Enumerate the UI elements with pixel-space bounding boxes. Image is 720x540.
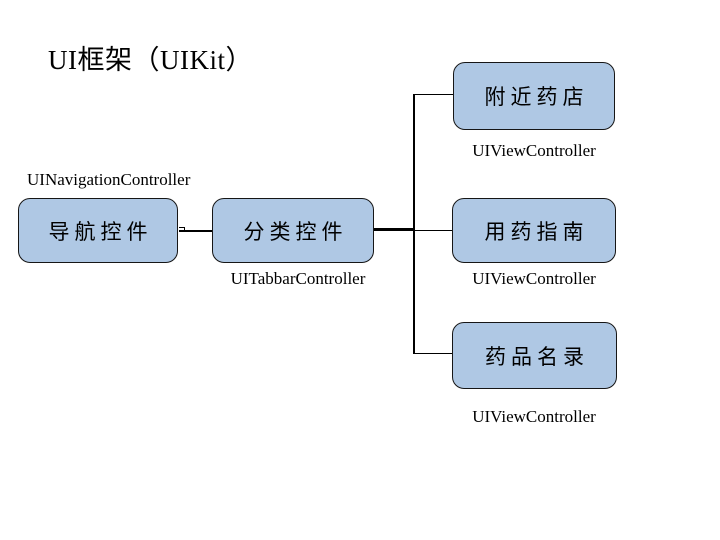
branch-middle-line — [413, 229, 453, 231]
node-label: 分类控件 — [243, 219, 348, 244]
uinavigationcontroller-label: UINavigationController — [27, 170, 191, 189]
branch-bottom-line — [413, 352, 453, 354]
uiviewcontroller-label-bottom: UIViewController — [472, 407, 596, 426]
node-label: 药品名录 — [485, 344, 589, 369]
uiviewcontroller-label-middle: UIViewController — [472, 269, 596, 288]
node-navigation-control: 导航控件 — [18, 198, 178, 263]
branch-top-line — [413, 93, 453, 95]
nav-category-connector-line — [179, 230, 213, 232]
node-label: 用药指南 — [484, 219, 589, 244]
node-label: 附近药店 — [484, 85, 589, 109]
slide-title: UI框架（UIKit） — [48, 45, 253, 75]
nav-connector-stub-line — [179, 226, 185, 228]
trunk-vertical-line — [413, 94, 415, 354]
node-category-control: 分类控件 — [212, 198, 374, 263]
node-medication-guide: 用药指南 — [452, 198, 616, 263]
node-drug-directory: 药品名录 — [452, 322, 617, 389]
uiviewcontroller-label-top: UIViewController — [472, 141, 596, 160]
node-nearby-pharmacy: 附近药店 — [453, 62, 615, 130]
node-label: 导航控件 — [48, 219, 153, 244]
category-trunk-connector-line — [374, 228, 413, 231]
nav-connector-jog-line — [183, 226, 185, 232]
uitabbarcontroller-label: UITabbarController — [230, 269, 366, 288]
